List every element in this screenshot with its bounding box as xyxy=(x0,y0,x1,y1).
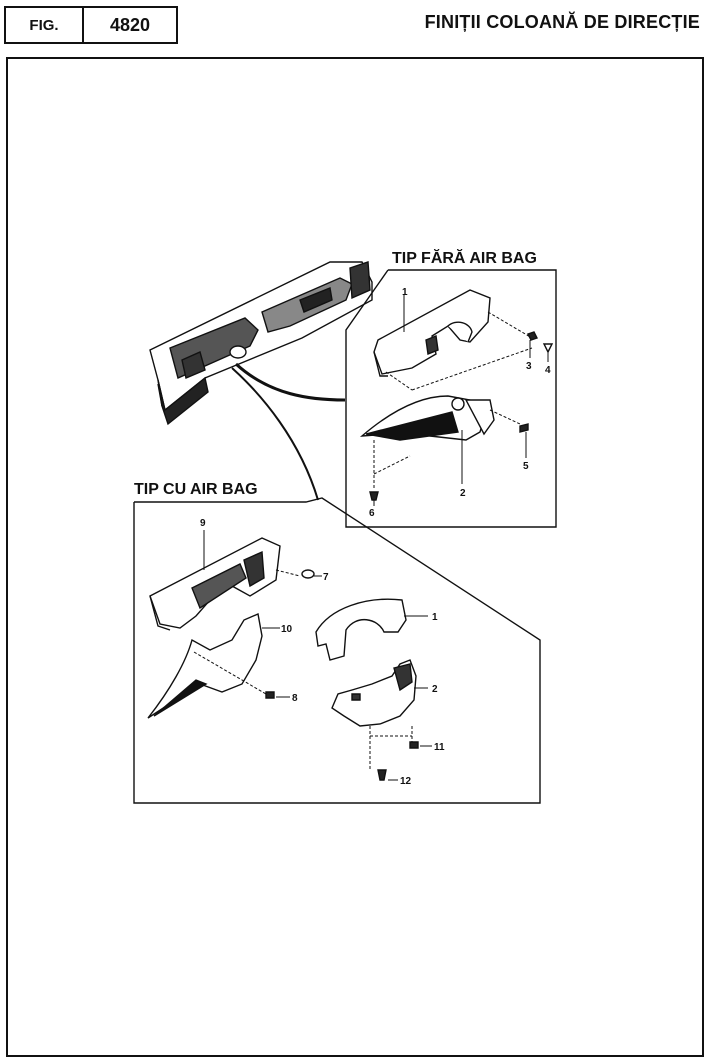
callout-3-no-airbag: 3 xyxy=(526,361,532,372)
callout-12-airbag: 12 xyxy=(400,776,412,787)
callout-2-airbag: 2 xyxy=(432,684,438,695)
section-title-no-airbag: TIP FĂRĂ AIR BAG xyxy=(392,250,537,267)
callout-5-no-airbag: 5 xyxy=(523,461,529,472)
callout-1-airbag: 1 xyxy=(432,612,438,623)
callout-9-airbag: 9 xyxy=(200,518,206,529)
callout-4-no-airbag: 4 xyxy=(545,365,551,376)
callout-1-no-airbag: 1 xyxy=(402,287,408,298)
callout-10-airbag: 10 xyxy=(281,624,293,635)
dashboard-illustration xyxy=(149,261,373,426)
callout-11-airbag: 11 xyxy=(434,742,445,753)
no-airbag-inset xyxy=(345,269,557,528)
callout-6-no-airbag: 6 xyxy=(369,508,375,519)
diagram-frame xyxy=(6,57,704,1057)
airbag-inset xyxy=(133,497,541,804)
callout-7-airbag: 7 xyxy=(323,572,329,583)
page-title: FINIȚII COLOANĂ DE DIRECȚIE xyxy=(424,12,700,32)
callout-2-no-airbag: 2 xyxy=(460,488,466,499)
fig-number: 4820 xyxy=(82,6,178,44)
callout-8-airbag: 8 xyxy=(292,693,298,704)
section-title-airbag: TIP CU AIR BAG xyxy=(134,481,258,498)
